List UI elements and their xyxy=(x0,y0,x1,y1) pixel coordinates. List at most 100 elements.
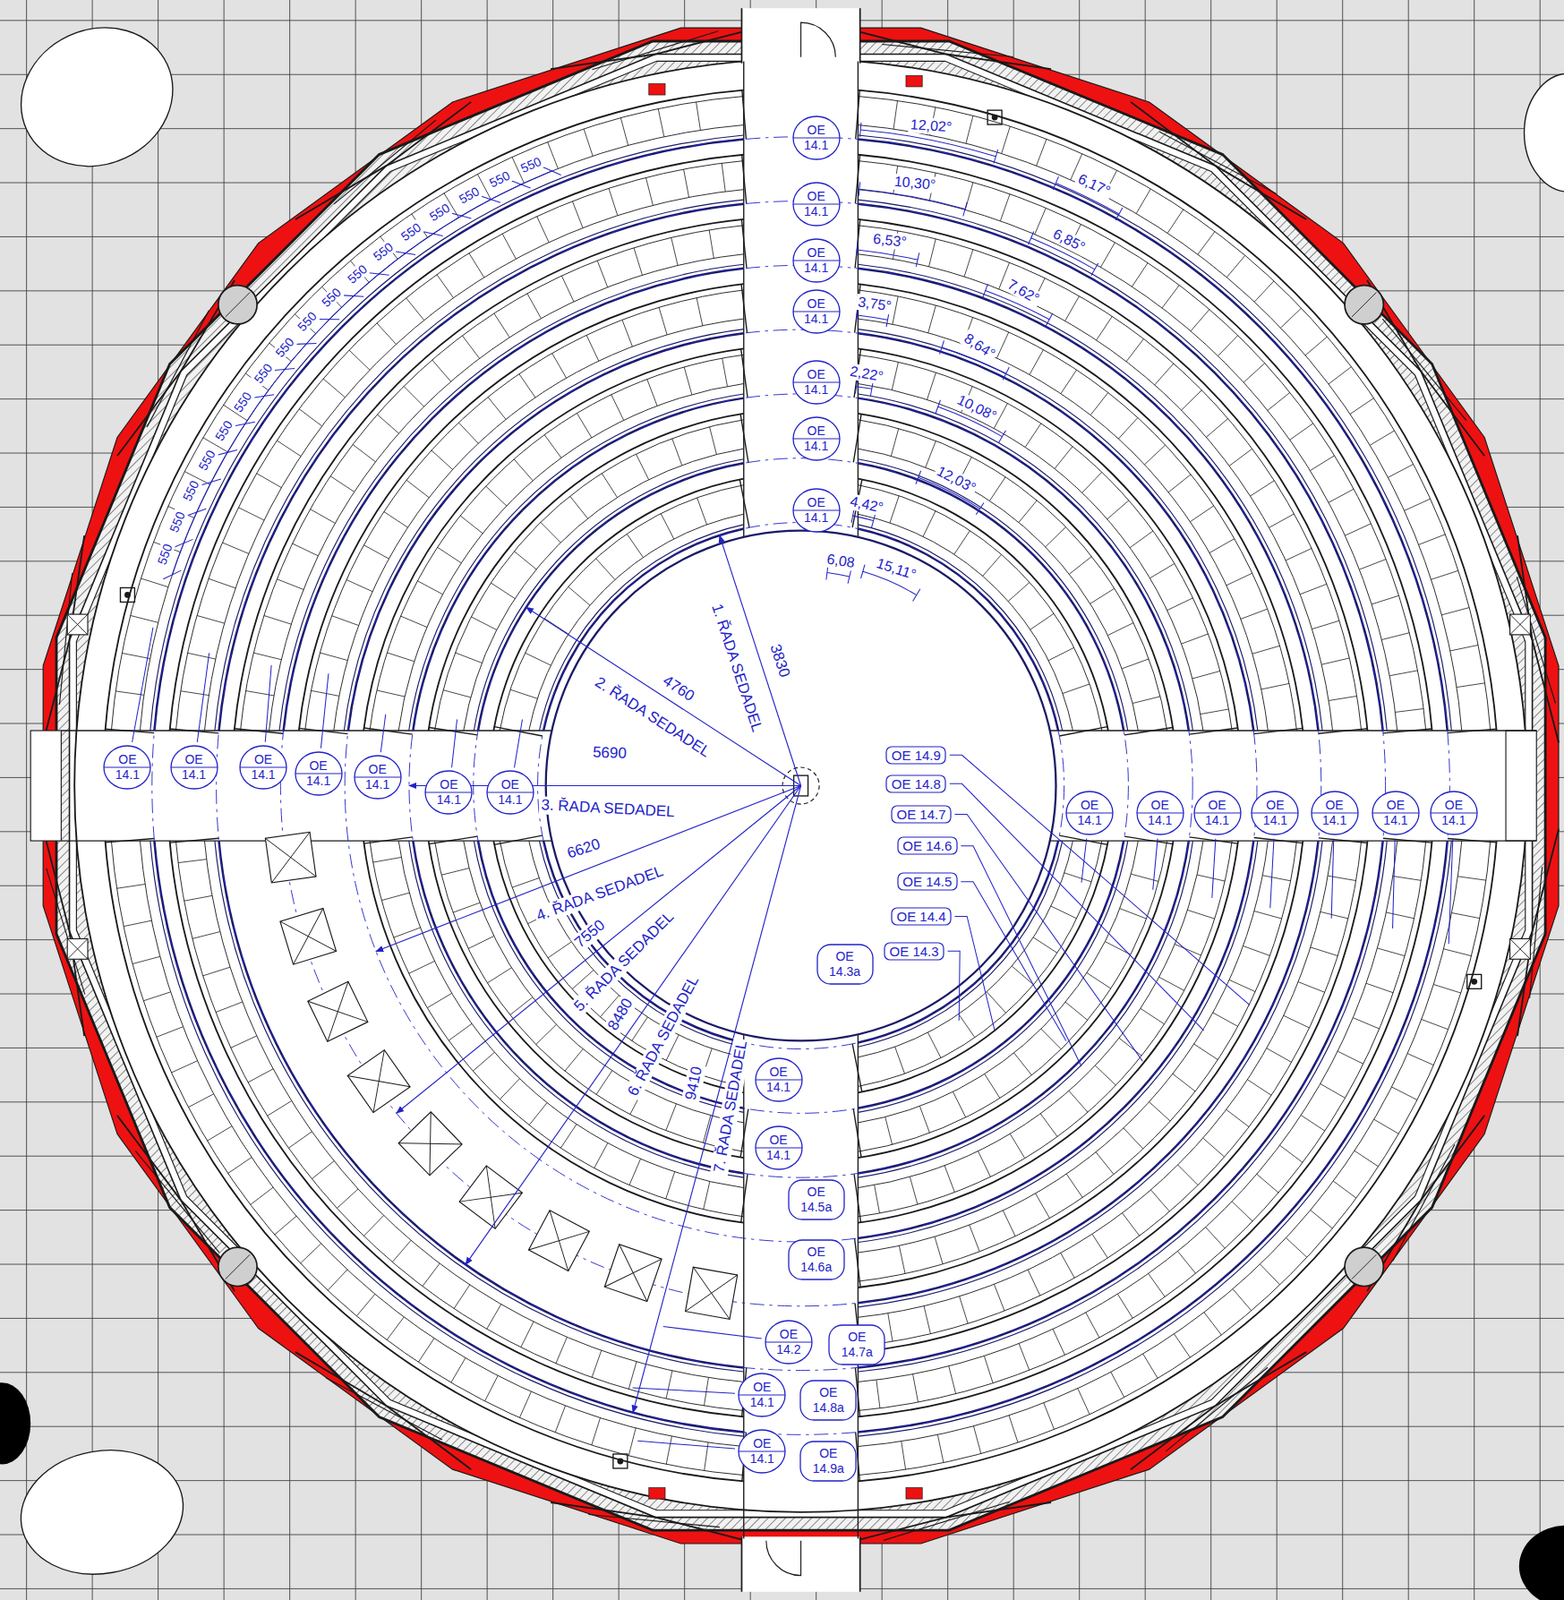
seat-divider xyxy=(1232,1289,1252,1311)
row-end xyxy=(1059,835,1108,845)
seat-divider xyxy=(1298,982,1325,993)
entrance xyxy=(741,8,860,64)
seat-divider xyxy=(230,1035,257,1048)
truss xyxy=(59,572,72,705)
seat-divider xyxy=(1129,530,1154,548)
dimension-tick xyxy=(858,181,861,197)
callout-tag: OE 14.8 xyxy=(885,774,947,794)
wall-box-cross xyxy=(1510,938,1531,959)
seat-divider xyxy=(468,935,495,949)
seat-divider xyxy=(292,543,319,556)
row-end xyxy=(852,1043,863,1093)
seat-divider xyxy=(1027,1269,1041,1296)
seat-divider xyxy=(512,878,539,889)
wall-box-cross xyxy=(67,938,88,959)
wheelchair-cross xyxy=(398,1111,462,1176)
seat-divider xyxy=(1433,983,1461,993)
radius-dimension xyxy=(526,606,802,786)
seat-divider xyxy=(927,372,937,400)
callout-ellipse xyxy=(1251,791,1299,835)
truss xyxy=(117,1115,235,1291)
seat-divider xyxy=(1452,913,1480,919)
seat-divider xyxy=(256,473,283,488)
callout-bubble: OE 14.1 xyxy=(792,181,841,227)
red-marker xyxy=(905,1487,923,1500)
seat-divider xyxy=(1148,1273,1166,1297)
seat-divider xyxy=(703,1181,710,1210)
seat-divider xyxy=(1008,581,1030,601)
seat-divider xyxy=(422,1263,440,1286)
row-step xyxy=(857,840,1204,1188)
seat-divider xyxy=(1136,188,1151,214)
seat-divider xyxy=(983,1355,993,1383)
callout-number: OE 14.5a xyxy=(800,1184,832,1215)
callout-ellipse xyxy=(425,770,472,814)
seat-divider xyxy=(1009,1133,1025,1158)
callout-bubble: OE 14.2 xyxy=(764,1319,813,1365)
row-step xyxy=(857,139,1447,731)
row-end xyxy=(742,154,747,204)
seat-divider xyxy=(1154,363,1174,385)
wall-box-cross xyxy=(1510,938,1531,959)
callout-number: OE 14.1 xyxy=(803,423,829,454)
callout-number: OE 14.1 xyxy=(1441,797,1466,829)
wheelchair-cross xyxy=(307,981,368,1042)
row-end xyxy=(234,728,283,734)
row-end xyxy=(739,479,750,529)
callout-bubble: OE 14.1 xyxy=(792,487,841,533)
seat-divider xyxy=(1014,1052,1033,1076)
seat-divider xyxy=(626,533,643,557)
column-hatch xyxy=(1351,1254,1376,1279)
seat-divider xyxy=(264,615,291,625)
seat-divider xyxy=(529,1102,547,1126)
seat-divider xyxy=(923,1306,931,1334)
truss xyxy=(146,310,209,428)
angle-dimension xyxy=(856,249,918,260)
seat-divider xyxy=(1226,572,1253,586)
row-step xyxy=(279,264,744,731)
row-end xyxy=(364,727,413,735)
wheelchair-cross xyxy=(280,908,337,966)
row-step xyxy=(214,840,744,1372)
callout-number: OE 14.1 xyxy=(250,752,275,783)
callout-number: OE 14.1 xyxy=(750,1435,775,1467)
leader-line xyxy=(132,627,154,743)
seat-divider xyxy=(417,581,443,595)
row-end xyxy=(741,349,748,398)
row-end xyxy=(854,1173,861,1223)
seat-divider xyxy=(666,1435,672,1464)
dimension-tick xyxy=(274,368,295,371)
row-step xyxy=(857,840,1447,1432)
callout-ellipse xyxy=(793,488,840,532)
callout-number: OE 14.9 xyxy=(891,747,941,763)
angle-dimension xyxy=(856,386,872,390)
seat-divider xyxy=(469,253,485,278)
leader-line xyxy=(954,915,995,1031)
callout-tag: OE 14.4 xyxy=(890,906,952,926)
row-end xyxy=(854,219,861,268)
row-step xyxy=(857,254,1333,731)
row-step xyxy=(111,840,744,1475)
seat-divider xyxy=(568,586,590,606)
seat-divider xyxy=(132,956,161,964)
seat-divider xyxy=(519,1391,531,1418)
leader-line xyxy=(954,813,1143,1061)
row-step xyxy=(857,840,1232,1217)
dimension-tick xyxy=(452,213,471,219)
truss xyxy=(1130,1351,1307,1470)
seat-divider xyxy=(1267,392,1291,411)
wheelchair-place xyxy=(347,1050,411,1113)
row-end xyxy=(1318,728,1368,734)
seat-divider xyxy=(356,1293,375,1316)
callout-tag: OE 14.3 xyxy=(883,941,945,961)
tree-blob xyxy=(0,3,197,192)
row-step xyxy=(857,225,1361,731)
callout-number: OE 14.6 xyxy=(902,837,952,854)
callout-tag: OE 14.5 xyxy=(897,871,958,891)
seat-divider xyxy=(1290,423,1314,440)
callout-ellipse xyxy=(793,417,840,461)
leader-line xyxy=(960,881,1067,1042)
leader-line xyxy=(320,673,329,748)
wheelchair-cross xyxy=(280,908,337,966)
